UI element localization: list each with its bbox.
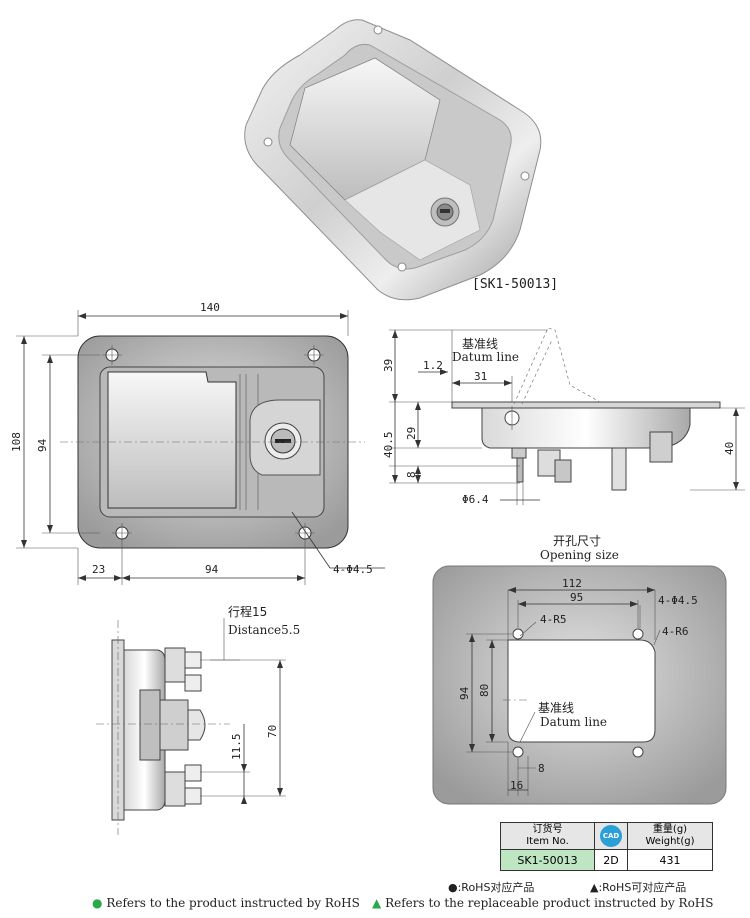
item-header-cn: 订货号 (532, 824, 563, 835)
dim-70-label: 70 (266, 725, 279, 738)
rohs-note-cn-replace: ▲:RoHS可对应产品 (590, 881, 687, 894)
opening-dim-94-label: 94 (458, 686, 471, 700)
dim-112-label: 112 (562, 577, 582, 590)
product-code-label: [SK1-50013] (472, 277, 558, 292)
rear-view (96, 618, 286, 835)
opening-size-view (432, 565, 727, 805)
dim-width-label: 140 (200, 301, 220, 314)
item-no-cell: SK1-50013 (500, 849, 595, 871)
rohs-note-en: Refers to the product instructed by RoHS (106, 896, 360, 910)
cad-file-icon: CAD (600, 825, 622, 847)
dim-hole-offset-label: 23 (92, 563, 105, 576)
weight-header-en: Weight(g) (645, 836, 695, 847)
travel-cn-label: 行程15 (228, 604, 267, 619)
dim-29-label: 29 (405, 427, 418, 440)
dim-39-label: 39 (382, 359, 395, 372)
opening-dim-16-label: 16 (510, 779, 523, 792)
opening-title-en: Opening size (540, 548, 619, 562)
dim-31-label: 31 (474, 370, 487, 383)
travel-en-label: Distance5.5 (228, 623, 300, 637)
dim-height-label: 108 (10, 432, 23, 452)
dim-inner-height-label: 94 (36, 438, 49, 452)
spec-table: 订货号 Item No. CAD 重量(g) Weight(g) SK1-500… (500, 822, 713, 871)
opening-r5-label: 4-R5 (540, 613, 567, 626)
dim-8-label: 8 (405, 471, 418, 478)
opening-title-cn: 开孔尺寸 (553, 534, 601, 548)
mount-hole-icon (373, 25, 383, 35)
dim-40-label: 40 (723, 442, 736, 455)
rohs-note-cn: ●:RoHS对应产品 (448, 881, 535, 894)
weight-cell: 431 (627, 849, 713, 871)
opening-dim-8-label: 8 (538, 762, 545, 775)
dim-40-5-label: 40.5 (382, 432, 395, 459)
mount-hole-icon (520, 171, 530, 181)
item-header-en: Item No. (526, 836, 569, 847)
opening-datum-cn: 基准线 (538, 701, 574, 715)
dim-hole-spacing-label: 94 (205, 563, 219, 576)
opening-r6-label: 4-R6 (662, 625, 689, 638)
side-view (389, 327, 745, 505)
front-view (16, 310, 385, 585)
dim-11-5-label: 11.5 (230, 734, 243, 761)
opening-datum-en: Datum line (540, 715, 607, 729)
product-photo (244, 19, 542, 301)
side-datum-cn: 基准线 (462, 337, 498, 351)
opening-dim-80-label: 80 (478, 684, 491, 697)
hole-callout-label: 4-Φ4.5 (333, 563, 373, 576)
spec-table-header: 订货号 Item No. CAD 重量(g) Weight(g) (500, 822, 713, 850)
green-triangle-icon: ▲ (372, 896, 382, 910)
side-datum-en: Datum line (452, 350, 519, 364)
cad-type-cell: 2D (594, 849, 628, 871)
green-dot-icon: ● (92, 896, 103, 910)
dim-1-2-label: 1.2 (423, 359, 443, 372)
table-row: SK1-50013 2D 431 (500, 849, 713, 871)
weight-header-cn: 重量(g) (652, 824, 688, 835)
mount-hole-icon (397, 262, 407, 272)
mount-hole-icon (263, 137, 273, 147)
opening-holes-label: 4-Φ4.5 (658, 594, 698, 607)
dim-95-label: 95 (570, 591, 583, 604)
rohs-note-en-replace: Refers to the replaceable product instru… (385, 896, 714, 910)
dim-phi-label: Φ6.4 (462, 493, 489, 506)
